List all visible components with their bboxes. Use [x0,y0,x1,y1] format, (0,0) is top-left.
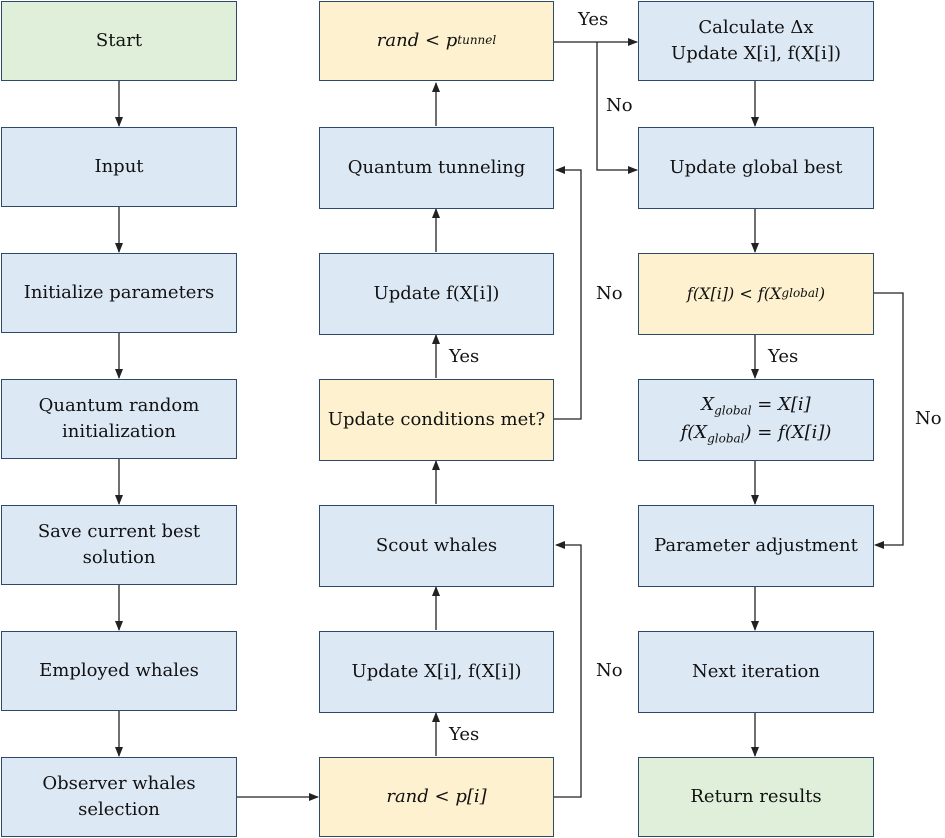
node-scout-whales: Scout whales [319,505,554,587]
rand-tunnel-text: rand < p [376,29,458,51]
rand-tunnel-subscript: tunnel [457,33,497,48]
label-no-rand-p: No [596,660,623,681]
assign1-base: X [701,394,715,416]
node-parameter-adjustment: Parameter adjustment [638,505,874,587]
arrow-cond-no-tunnel [554,166,582,420]
compare-close: ) [818,284,826,304]
assign-line2: f(Xglobal) = f(X[i]) [681,420,832,448]
label-yes-compare: Yes [768,346,799,367]
node-calculate-dx: Calculate Δx Update X[i], f(X[i]) [638,1,874,81]
label-no-tunnel: No [606,95,633,116]
calc-dx-line2: Update X[i], f(X[i]) [671,43,841,64]
node-update-f: Update f(X[i]) [319,253,554,335]
assign2-base: f(X [680,422,708,443]
compare-text: f(X[i]) < f(X [686,284,782,304]
node-quantum-tunneling: Quantum tunneling [319,127,554,209]
node-update-conditions-met: Update conditions met? [319,379,554,461]
assign2-end: ) = f(X[i]) [744,422,832,443]
node-initialize-parameters: Initialize parameters [1,253,237,333]
node-start: Start [1,1,237,81]
assign1-subscript: global [714,403,752,418]
node-update-x-f: Update X[i], f(X[i]) [319,631,554,713]
node-return-results: Return results [638,757,874,837]
arrow-randp-no-scout [554,541,582,798]
node-input: Input [1,127,237,207]
assign1-end: = X[i] [751,394,811,416]
label-yes-rand-p: Yes [449,724,480,745]
node-update-global-best: Update global best [638,127,874,209]
label-yes-tunnel: Yes [578,9,609,30]
calc-dx-line1: Calculate Δx [698,16,814,38]
node-assign-global: Xglobal = X[i] f(Xglobal) = f(X[i]) [638,379,874,461]
node-save-current-best: Save current best solution [1,505,237,585]
assign-line1: Xglobal = X[i] [701,392,810,420]
assign2-subscript: global [707,431,745,446]
node-rand-lt-p-i: rand < p[i] [319,757,554,837]
compare-subscript: global [781,286,819,301]
node-observer-whales-selection: Observer whales selection [1,757,237,837]
node-next-iteration: Next iteration [638,631,874,713]
label-no-update-cond: No [596,283,623,304]
node-employed-whales: Employed whales [1,631,237,711]
arrow-randtunnel-no-global [596,42,638,174]
node-quantum-random-initialization: Quantum random initialization [1,379,237,459]
arrow-compare-no-param [873,292,904,549]
label-yes-update-cond: Yes [449,346,480,367]
label-no-compare: No [915,408,942,429]
